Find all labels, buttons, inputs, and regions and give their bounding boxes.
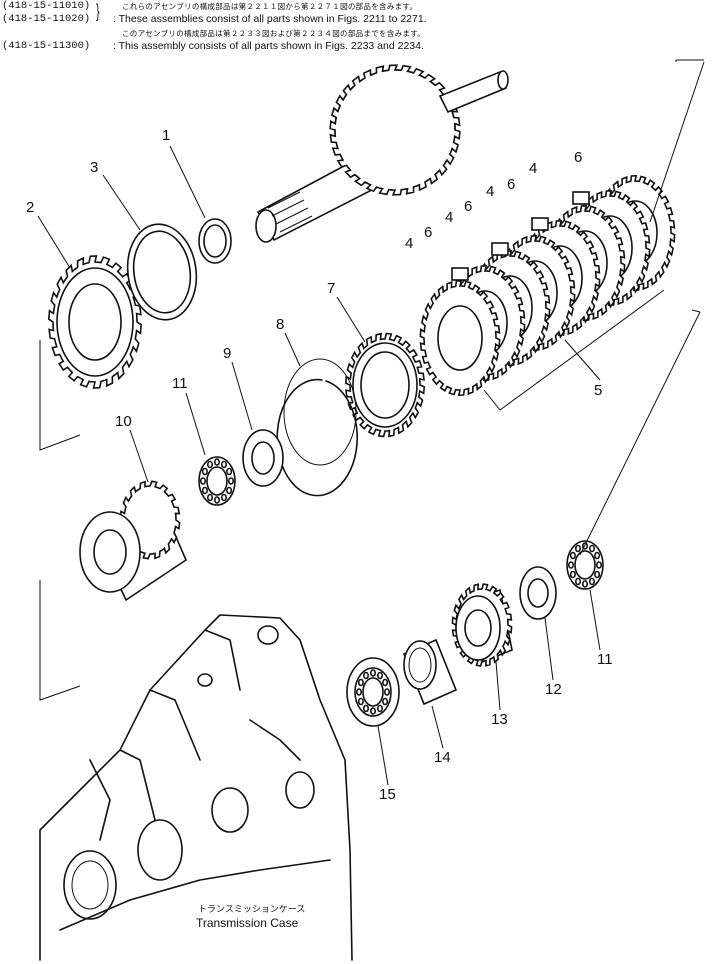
note-jp-2: このアセンブリの構成部品は第２２３３図および第２２３４図の部品までを含みます。 [122, 29, 426, 38]
callout-12: 12 [545, 681, 562, 698]
callout-1: 1 [162, 127, 170, 144]
gear-2 [47, 255, 143, 389]
bearing-roller [581, 580, 588, 588]
callout-4b: 4 [445, 209, 453, 226]
part-code-3: (418-15-11300) [2, 40, 91, 52]
callout-4d: 4 [529, 160, 537, 177]
ball-bearing-15 [346, 657, 400, 727]
friction-disc [419, 279, 501, 397]
callout-6b: 6 [464, 198, 472, 215]
bearing-roller [569, 551, 576, 560]
bearing-roller [228, 477, 235, 485]
bearing-roller [574, 577, 581, 586]
callout-4a: 4 [405, 235, 413, 252]
gear-13 [451, 583, 513, 667]
bearing-roller [595, 561, 602, 569]
washer-9 [242, 429, 284, 487]
clutch-pack [419, 174, 676, 397]
snap-ring-8 [276, 358, 358, 497]
bearing-roller [362, 671, 369, 680]
callout-8: 8 [276, 316, 284, 333]
needle-bearing-11-left [198, 456, 236, 506]
shaft-carrier-assembly [255, 64, 509, 243]
callout-11-left: 11 [172, 375, 188, 392]
callout-5: 5 [594, 382, 602, 399]
bearing-roller [362, 704, 369, 713]
plate-tab [531, 217, 549, 231]
bearing-roller [357, 678, 364, 687]
plate-tab [451, 267, 469, 281]
bearing-roller [369, 707, 376, 715]
callout-3: 3 [90, 159, 98, 176]
callout-13: 13 [491, 711, 508, 728]
washer-12 [519, 566, 557, 620]
bracket-lines [39, 59, 705, 701]
spacer-14 [402, 638, 458, 706]
bearing-roller [226, 486, 233, 495]
bearing-roller [355, 688, 362, 696]
bearing-roller [567, 561, 574, 569]
note-en-1: : These assemblies consist of all parts … [113, 13, 427, 25]
bearing-roller [594, 551, 601, 560]
plate-tab [491, 242, 509, 256]
bearing-roller [214, 496, 221, 504]
callout-leaders [37, 145, 601, 786]
part-code-2: (418-15-11020) [2, 13, 91, 25]
case-label-en: Transmission Case [196, 916, 299, 930]
bearing-roller [201, 467, 208, 476]
callout-6d: 6 [574, 149, 582, 166]
callout-15: 15 [379, 786, 396, 803]
callout-10: 10 [115, 413, 132, 430]
cluster-gear-10 [79, 480, 187, 602]
bracket-brace: } [96, 1, 100, 21]
bearing-roller [383, 688, 390, 696]
gear-teeth-outline [329, 64, 461, 196]
note-jp-1: これらのアセンブリの構成部品は第２２１１図から第２２７１図の部品を含みます。 [122, 2, 418, 11]
transmission-case: トランスミッションケース Transmission Case [39, 614, 353, 961]
callout-14: 14 [434, 749, 451, 766]
bearing-roller [357, 697, 364, 706]
bearing-roller [221, 460, 228, 469]
bearing-roller [226, 467, 233, 476]
part-code-1: (418-15-11010) [2, 0, 91, 12]
bearing-roller [594, 570, 601, 579]
bearing-roller [588, 544, 595, 553]
bearing-roller [382, 678, 389, 687]
callout-2: 2 [26, 199, 34, 216]
callout-6a: 6 [424, 224, 432, 241]
callout-numbers: 1 2 3 4 4 4 4 5 6 6 6 6 7 8 9 10 11 11 1… [26, 127, 613, 803]
bearing-roller [574, 544, 581, 553]
bearing-roller [214, 458, 221, 466]
bearing-roller [369, 669, 376, 677]
bearing-roller [382, 697, 389, 706]
header-notes: (418-15-11010) (418-15-11020) (418-15-11… [0, 0, 712, 56]
ring-3 [126, 223, 198, 321]
callout-6c: 6 [507, 176, 515, 193]
bearing-roller [200, 477, 207, 485]
plate-tab [572, 191, 590, 205]
bearing-roller [221, 493, 228, 502]
bearing-roller [588, 577, 595, 586]
snap-ring-1 [198, 218, 232, 264]
bearing-roller [569, 570, 576, 579]
gear-7 [344, 332, 426, 438]
callout-4c: 4 [486, 183, 494, 200]
case-label-jp: トランスミッションケース [198, 904, 305, 914]
bearing-roller [207, 460, 214, 469]
callout-11-right: 11 [597, 651, 613, 668]
callout-7: 7 [327, 280, 335, 297]
plate-bore [437, 305, 483, 371]
bearing-roller [207, 493, 214, 502]
needle-bearing-11-right [566, 540, 604, 590]
bearing-roller [376, 704, 383, 713]
bearing-roller [201, 486, 208, 495]
callout-9: 9 [223, 345, 231, 362]
note-en-2: : This assembly consists of all parts sh… [113, 40, 424, 52]
bearing-roller [376, 671, 383, 680]
